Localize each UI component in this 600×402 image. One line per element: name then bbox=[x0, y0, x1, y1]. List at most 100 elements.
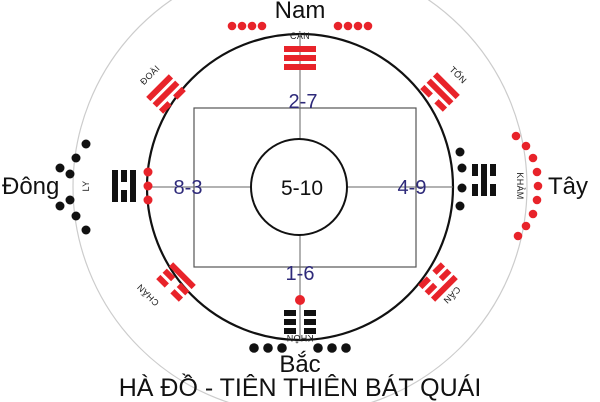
red-dot bbox=[143, 181, 153, 191]
trigram-can-bottom-right bbox=[418, 262, 458, 302]
trigram-line-solid bbox=[146, 74, 174, 102]
trigram-line-solid bbox=[152, 80, 180, 108]
black-dot bbox=[55, 201, 65, 211]
dots-south-red bbox=[227, 21, 373, 31]
label-khon: KHÔN bbox=[286, 333, 313, 343]
number-center: 5-10 bbox=[281, 177, 323, 200]
black-dot bbox=[277, 343, 287, 353]
dots-west-red bbox=[511, 131, 543, 241]
red-dot bbox=[532, 167, 542, 177]
trigram-line-solid bbox=[481, 164, 487, 196]
red-dot bbox=[533, 181, 543, 191]
black-dot bbox=[313, 343, 323, 353]
red-dot bbox=[237, 21, 247, 31]
label-can-top: CÀN bbox=[290, 31, 310, 41]
diagram-title: HÀ ĐỒ - TIÊN THIÊN BÁT QUÁI bbox=[119, 372, 482, 402]
trigram-line-broken bbox=[472, 164, 478, 176]
black-dot bbox=[455, 147, 465, 157]
number-left: 8-3 bbox=[174, 177, 203, 199]
trigram-line-solid bbox=[130, 170, 136, 202]
label-kham: KHẢM bbox=[515, 172, 526, 199]
black-dot bbox=[457, 163, 467, 173]
trigram-line-solid bbox=[426, 78, 454, 106]
trigram-line-solid bbox=[284, 46, 316, 52]
red-dot bbox=[143, 195, 153, 205]
direction-east: Đông bbox=[2, 173, 59, 200]
black-dot bbox=[55, 163, 65, 173]
dots-inner-markers bbox=[143, 147, 467, 305]
trigram-line-broken bbox=[176, 282, 190, 296]
trigram-line-broken bbox=[284, 328, 296, 334]
trigram-line-solid bbox=[112, 170, 118, 202]
red-dot bbox=[363, 21, 373, 31]
red-dot bbox=[247, 21, 257, 31]
trigram-khon bbox=[284, 310, 316, 334]
number-bottom: 1-6 bbox=[286, 263, 315, 285]
trigram-doai bbox=[146, 74, 186, 114]
red-dot bbox=[257, 21, 267, 31]
trigram-line-broken bbox=[420, 84, 433, 98]
trigram-line-broken bbox=[284, 310, 296, 316]
direction-west: Tây bbox=[548, 173, 588, 200]
trigram-line-broken bbox=[162, 268, 176, 282]
direction-north: Bắc bbox=[279, 351, 320, 378]
number-top: 2-7 bbox=[289, 91, 318, 113]
black-dot bbox=[71, 153, 81, 163]
trigram-line-broken bbox=[304, 319, 316, 325]
black-dot bbox=[249, 343, 259, 353]
trigram-chan bbox=[156, 262, 196, 302]
red-dot bbox=[532, 195, 542, 205]
trigram-ly bbox=[112, 170, 136, 202]
trigram-ton bbox=[420, 72, 460, 112]
black-dot bbox=[457, 183, 467, 193]
trigram-line-broken bbox=[121, 170, 127, 182]
red-dot bbox=[528, 153, 538, 163]
center-circle bbox=[250, 138, 348, 236]
trigram-can-top bbox=[284, 46, 316, 70]
trigram-line-broken bbox=[432, 262, 446, 275]
trigram-line-broken bbox=[304, 328, 316, 334]
black-dot bbox=[81, 139, 91, 149]
trigram-line-solid bbox=[432, 72, 460, 100]
trigram-line-broken bbox=[490, 164, 496, 176]
number-right: 4-9 bbox=[398, 177, 427, 199]
trigram-line-solid bbox=[284, 55, 316, 61]
red-dot bbox=[295, 295, 305, 305]
black-dot bbox=[65, 169, 75, 179]
trigram-line-broken bbox=[173, 86, 186, 100]
dots-north-black bbox=[249, 343, 351, 353]
trigram-line-broken bbox=[418, 276, 431, 290]
label-ton: TỐN bbox=[447, 64, 469, 86]
black-dot bbox=[455, 201, 465, 211]
label-ly: LY bbox=[81, 181, 91, 192]
trigram-line-broken bbox=[158, 101, 172, 114]
red-dot bbox=[528, 209, 538, 219]
direction-south: Nam bbox=[275, 0, 326, 24]
trigram-line-broken bbox=[284, 319, 296, 325]
red-dot bbox=[227, 21, 237, 31]
trigram-line-solid bbox=[284, 64, 316, 70]
red-dot bbox=[333, 21, 343, 31]
black-dot bbox=[81, 225, 91, 235]
trigram-line-solid bbox=[430, 274, 458, 302]
trigram-line-broken bbox=[170, 289, 184, 302]
trigram-line-broken bbox=[156, 274, 169, 288]
red-dot bbox=[513, 231, 523, 241]
black-dot bbox=[341, 343, 351, 353]
trigram-line-solid bbox=[168, 262, 196, 290]
black-dot bbox=[71, 211, 81, 221]
red-dot bbox=[143, 167, 153, 177]
black-dot bbox=[65, 195, 75, 205]
black-dot bbox=[263, 343, 273, 353]
label-chan: CHẤN bbox=[135, 282, 161, 308]
trigram-line-broken bbox=[304, 310, 316, 316]
outer-ring bbox=[72, 0, 528, 402]
trigram-line-broken bbox=[121, 190, 127, 202]
dots-east-black bbox=[55, 139, 91, 235]
trigram-kham bbox=[472, 164, 496, 196]
black-dot bbox=[327, 343, 337, 353]
trigram-line-broken bbox=[424, 282, 438, 296]
trigram-line-broken bbox=[438, 268, 452, 282]
red-dot bbox=[353, 21, 363, 31]
